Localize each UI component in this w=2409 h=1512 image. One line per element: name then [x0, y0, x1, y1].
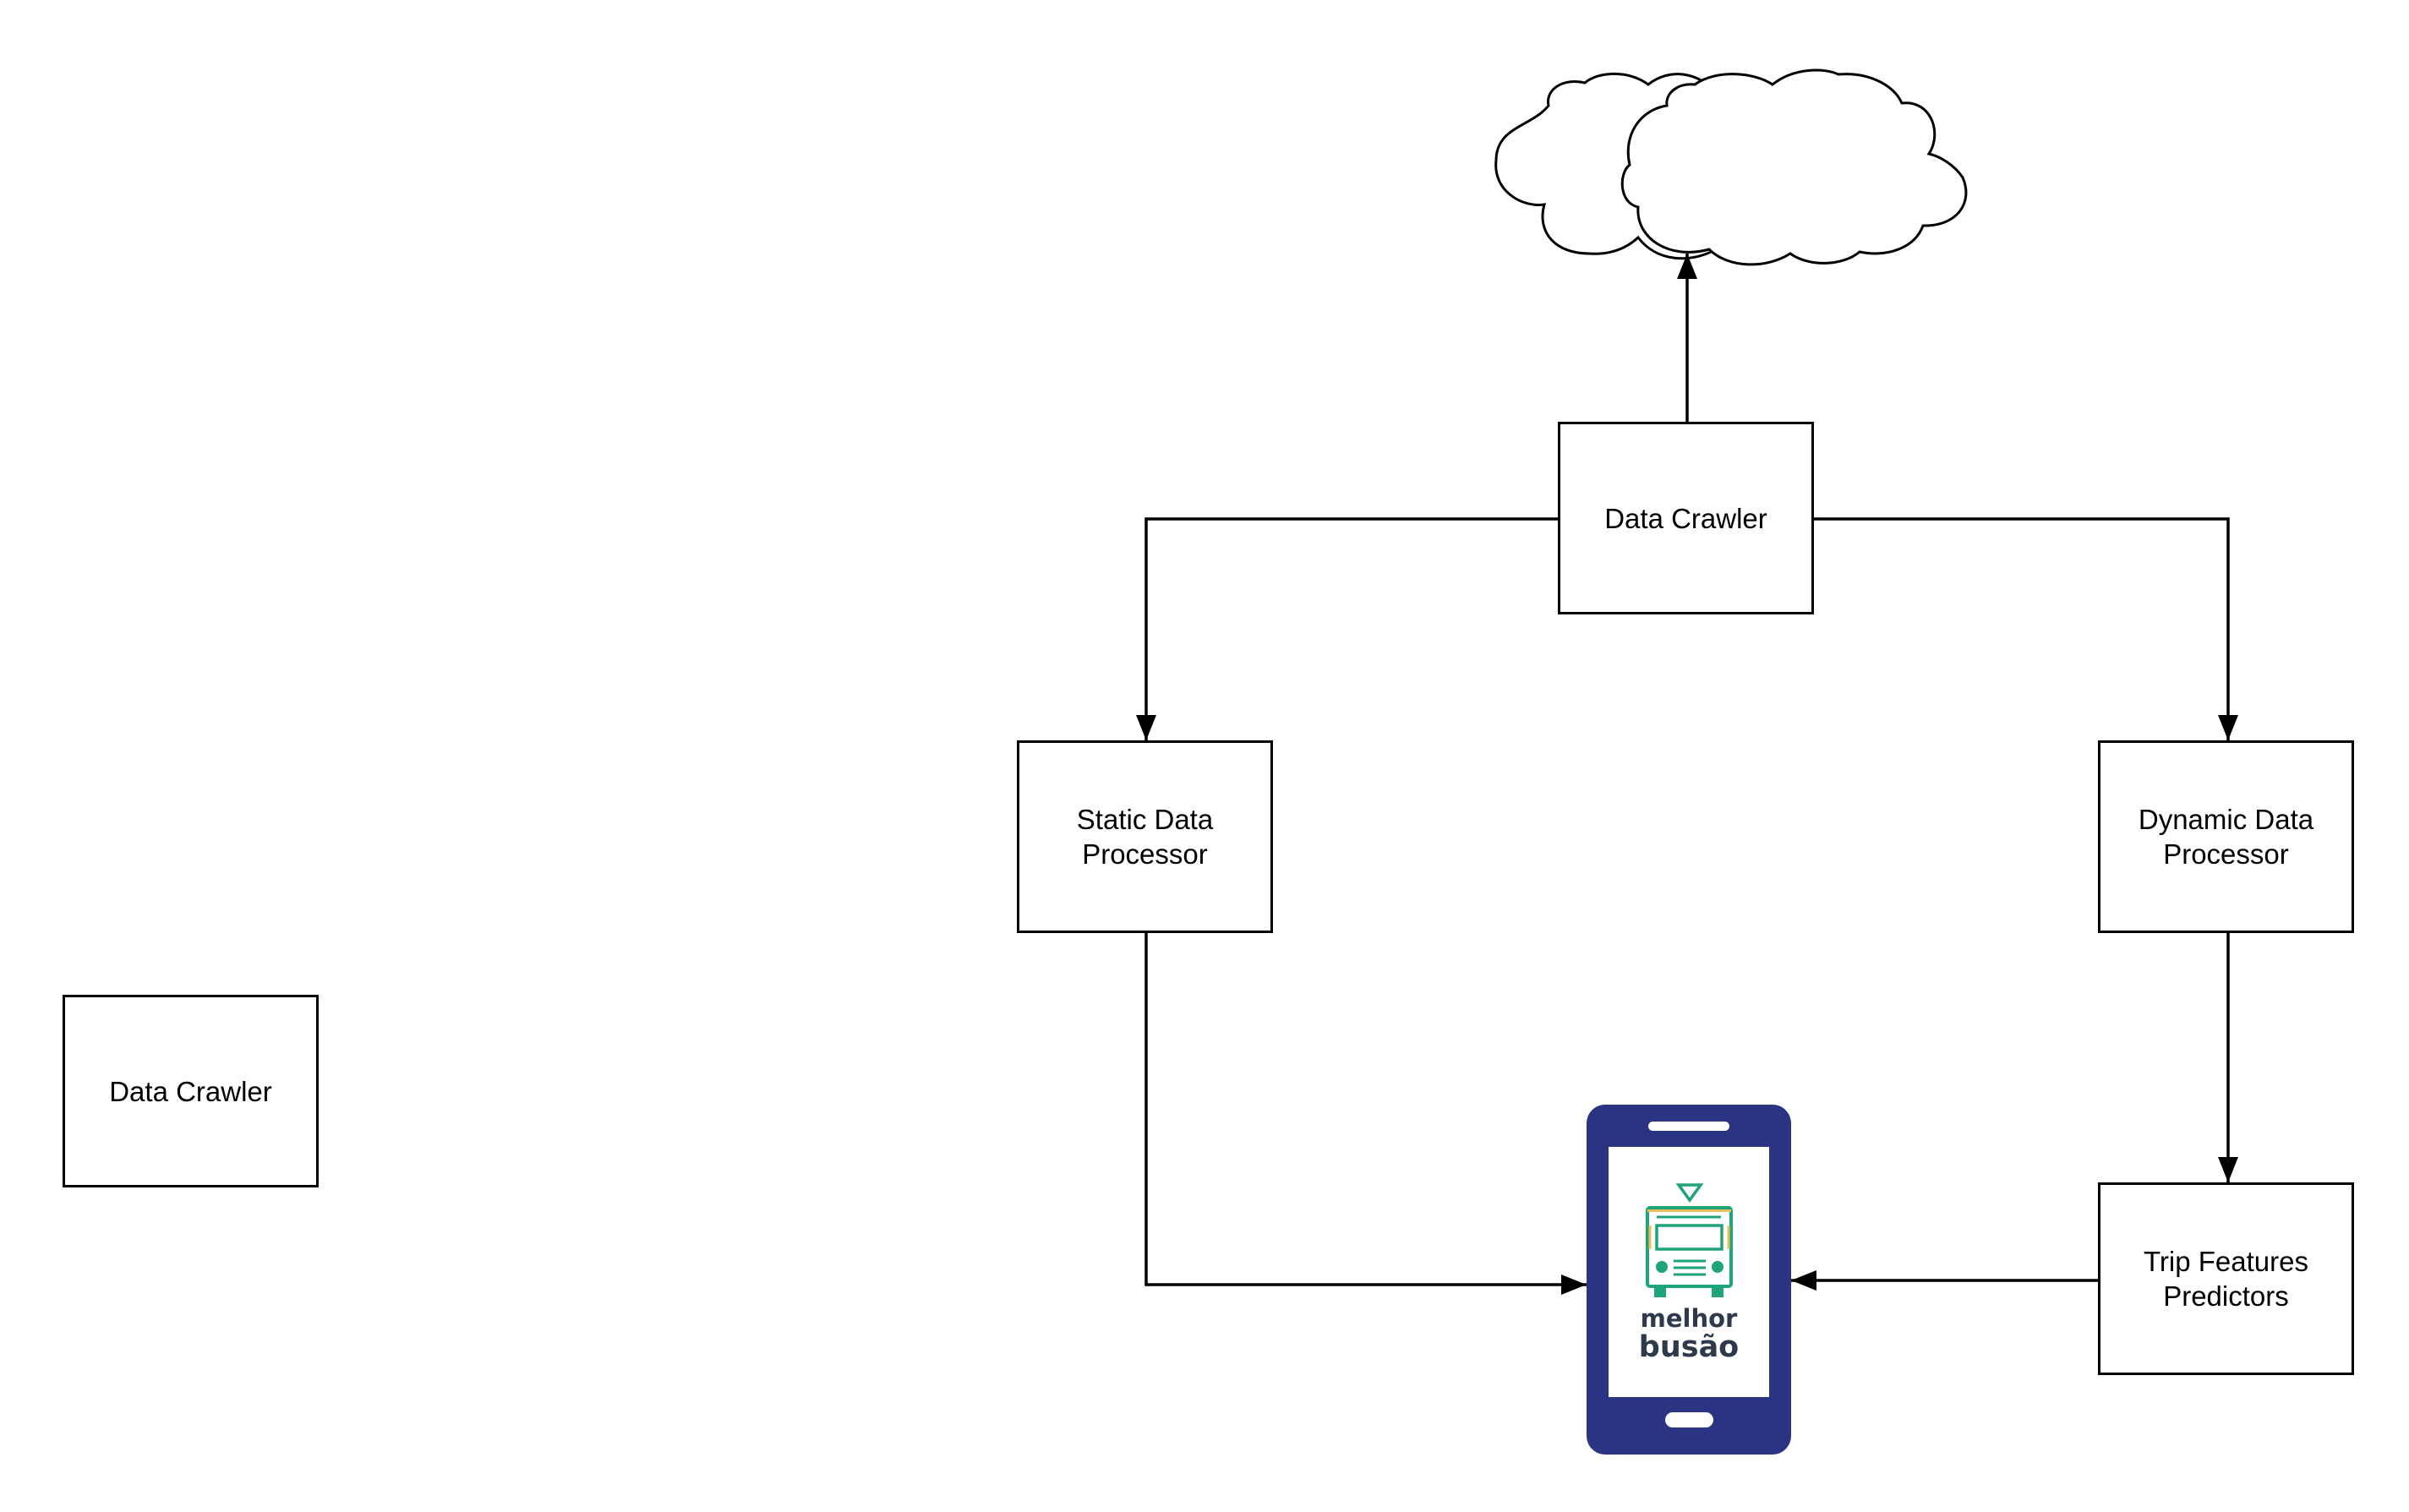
dynamic-data-processor-label: Dynamic Data Processor: [2138, 804, 2314, 870]
static-data-processor-label: Static Data Processor: [1076, 804, 1214, 870]
bus-windshield: [1655, 1224, 1723, 1251]
edge-static-to-phone: [1144, 933, 1587, 1295]
trip-features-predictors-label: Trip Features Predictors: [2143, 1246, 2308, 1312]
edge-crawler-to-static: [1136, 517, 1558, 740]
bus-headlight-right: [1712, 1261, 1723, 1273]
static-data-processor-box: Static Data Processor: [1017, 740, 1273, 933]
edge-crawler-to-dynamic: [1814, 517, 2238, 740]
phone-home-button: [1665, 1412, 1713, 1427]
data-crawler-label: Data Crawler: [1604, 502, 1767, 534]
bus-headlight-left: [1656, 1261, 1668, 1273]
cloud-front-shape: [1620, 68, 1968, 266]
phone-speaker: [1648, 1122, 1729, 1131]
bus-indicator-triangle: [1675, 1183, 1704, 1203]
edges: [1136, 254, 2238, 1295]
logo-text-busao: busão: [1639, 1330, 1739, 1364]
data-crawler-box: Data Crawler: [1558, 422, 1814, 614]
bus-wheel-left: [1654, 1285, 1666, 1297]
smartphone-icon: melhor busão: [1587, 1105, 1791, 1455]
logo-text-melhor: melhor: [1641, 1304, 1738, 1333]
bus-icon: [1646, 1183, 1733, 1297]
data-crawler-box-standalone: Data Crawler: [63, 995, 319, 1187]
data-crawler-label: Data Crawler: [109, 1075, 272, 1107]
dynamic-data-processor-box: Dynamic Data Processor: [2098, 740, 2354, 933]
cloud-icon: [1494, 68, 1968, 266]
bus-roof-accent: [1647, 1209, 1731, 1212]
trip-features-predictors-box: Trip Features Predictors: [2098, 1182, 2354, 1375]
bus-wheel-right: [1712, 1285, 1723, 1297]
